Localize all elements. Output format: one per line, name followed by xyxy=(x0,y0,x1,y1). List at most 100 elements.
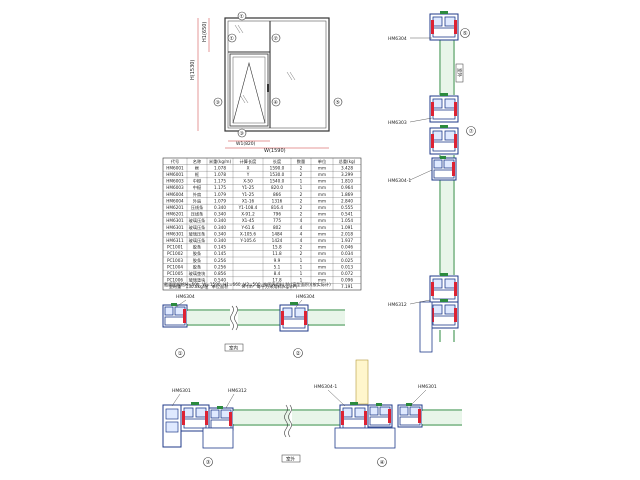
table-cell: 2 xyxy=(300,172,303,177)
table-cell: 1.175 xyxy=(214,179,226,184)
table-cell: 1.810 xyxy=(341,179,353,184)
section-bottom-right: HM6304-1 HM6301 ④ 室外 xyxy=(281,359,462,467)
table-cell: 玻璃压条 xyxy=(189,217,207,224)
table-cell: 0.256 xyxy=(214,264,226,269)
break-mark-top xyxy=(230,305,238,331)
table-cell: 820.0 xyxy=(271,185,283,190)
table-cell: Y1-108.4 xyxy=(238,205,258,210)
table-header-cell: 米重(kg/m) xyxy=(209,158,232,165)
table-cell: X1-45 xyxy=(242,218,255,223)
table-cell: 2 xyxy=(300,251,303,256)
table-cell: 775 xyxy=(273,218,281,223)
table-cell: 1.869 xyxy=(341,192,353,197)
table-cell: Y xyxy=(246,172,250,177)
table-cell: mm xyxy=(318,238,326,243)
table-cell: mm xyxy=(318,172,326,177)
table-cell: 0.856 xyxy=(214,271,226,276)
table-cell: 1 xyxy=(300,185,303,190)
table-cell: 4 xyxy=(300,225,303,230)
table-cell: mm xyxy=(318,179,326,184)
table-cell: 2 xyxy=(300,198,303,203)
table-cell: mm xyxy=(318,231,326,236)
table-cell: mm xyxy=(318,251,326,256)
table-cell: PC1005 xyxy=(167,271,183,276)
label-top-left: HM6304 xyxy=(176,294,195,300)
table-cell: PC1006 xyxy=(167,278,183,283)
table-cell: HM6311 xyxy=(166,238,184,243)
table-cell: 1.054 xyxy=(341,218,353,223)
table-cell: 8.4 xyxy=(274,271,281,276)
table-cell: X1-16 xyxy=(242,198,255,203)
elev-callout-5: ⑤ xyxy=(336,100,340,106)
table-cell: 1.079 xyxy=(214,198,226,203)
table-cell: 玻璃压条 xyxy=(189,224,207,231)
table-cell: 2 xyxy=(300,205,303,210)
table-cell: 0.046 xyxy=(341,245,353,250)
table-cell: 0.540 xyxy=(214,278,226,283)
table-cell: 3.299 xyxy=(341,172,353,177)
table-header-cell: 计算长度 xyxy=(240,158,258,165)
table-cell: HM6301 xyxy=(166,225,184,230)
circle-top-left: ① xyxy=(178,351,183,357)
dim-top: W1(820) xyxy=(236,141,256,147)
table-cell: mm xyxy=(318,278,326,283)
table-header-cell: 单位 xyxy=(318,158,326,165)
elev-callout-1b: ① xyxy=(230,36,235,42)
table-cell: mm xyxy=(318,225,326,230)
label-right-1: HM6304 xyxy=(388,36,407,42)
circle-right-b: ⑦ xyxy=(469,128,474,135)
table-cell: 0.541 xyxy=(341,212,353,217)
section-top-mid: HM6304 ② 室内 xyxy=(224,294,345,358)
elev-callout-4: ④ xyxy=(274,100,279,106)
table-cell: 4 xyxy=(300,218,303,223)
table-cell: 胶条 xyxy=(193,257,202,264)
table-cell: 2.840 xyxy=(341,198,353,203)
table-header-cell: 总重(kg) xyxy=(339,158,356,164)
dim-height: H(1530) xyxy=(190,60,196,80)
table-cell: 866 xyxy=(273,192,281,197)
table-cell: 3.428 xyxy=(341,165,353,170)
table-header-cell: 名称 xyxy=(193,158,201,165)
table-cell: HM6004 xyxy=(166,192,184,197)
table-cell: 1424 xyxy=(272,238,283,243)
table-cell: 1 xyxy=(300,264,303,269)
table-cell: 1 xyxy=(300,278,303,283)
table-cell: 17.8 xyxy=(272,278,282,283)
elev-callout-3: ③ xyxy=(216,100,220,106)
table-cell: Y1-25 xyxy=(241,185,254,190)
table-cell: PC1003 xyxy=(167,258,183,263)
table-cell: 玻璃压条 xyxy=(189,230,207,237)
table-cell: 胶条 xyxy=(193,244,202,251)
table-cell: mm xyxy=(318,205,326,210)
table-cell: HM6201 xyxy=(166,212,184,217)
table-cell: 1530.0 xyxy=(270,172,285,177)
circle-bottom-left: ③ xyxy=(206,460,211,466)
table-cell: 0.145 xyxy=(214,245,226,250)
table-cell: 1.175 xyxy=(214,185,226,190)
table-cell: 4 xyxy=(300,238,303,243)
table-cell: 0.256 xyxy=(214,258,226,263)
table-cell: X xyxy=(247,165,250,170)
table-cell: mm xyxy=(318,212,326,217)
table-cell: 玻璃垫块 xyxy=(189,270,207,277)
table-cell: 0.072 xyxy=(341,271,353,276)
table-cell: mm xyxy=(318,185,326,190)
table-cell: 压线条 xyxy=(191,204,204,211)
table-cell: HM6001 xyxy=(166,165,184,170)
table-cell: mm xyxy=(318,264,326,269)
label-bottom-right-1: HM6304-1 xyxy=(314,384,337,390)
table-cell: 1.078 xyxy=(214,165,226,170)
view-label-side: 室外 xyxy=(456,68,463,77)
table-cell: mm xyxy=(318,165,326,170)
table-cell: 中梃 xyxy=(193,184,202,191)
table-cell: HM6003 xyxy=(166,185,184,190)
table-cell: HM6003 xyxy=(166,179,184,184)
table-footer-cell: 130.8kg/樘 xyxy=(186,283,209,290)
table-cell: 0.340 xyxy=(214,238,226,243)
table-cell: 1316 xyxy=(272,198,283,203)
dim-bottom: W(1590) xyxy=(264,148,286,154)
view-label-top: 室内 xyxy=(229,345,238,352)
table-cell: 796 xyxy=(273,212,281,217)
table-cell: 胶条 xyxy=(193,250,202,257)
